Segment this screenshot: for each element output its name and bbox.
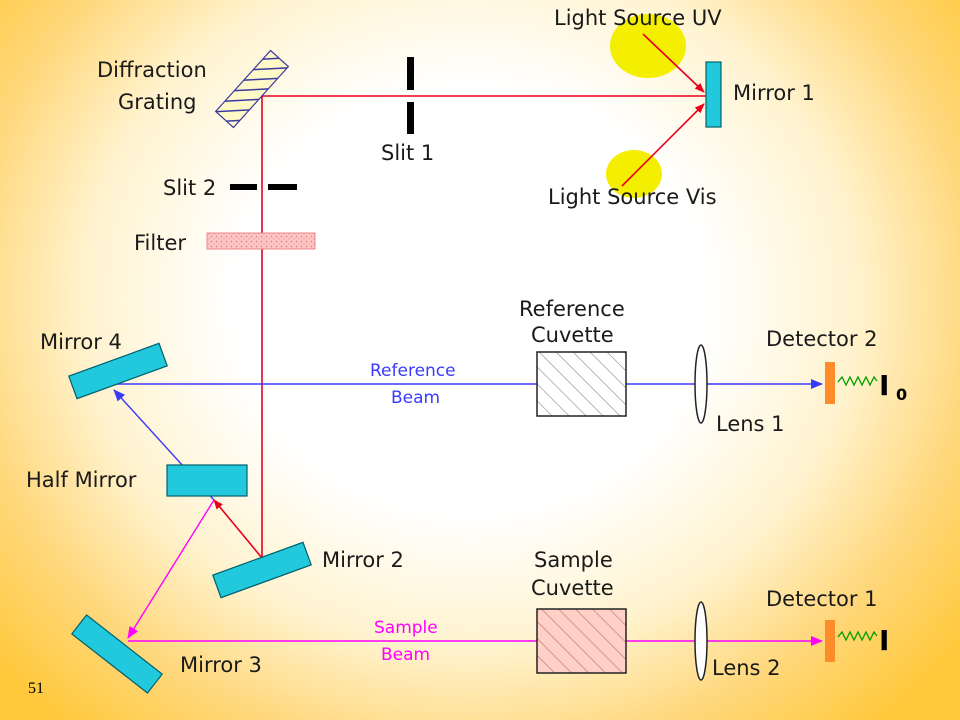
vis-to-mirror1-beam	[621, 103, 705, 187]
label-detector1: Detector 1	[766, 587, 878, 611]
label-sample-cuvette-1: Sample	[534, 548, 613, 572]
label-slit1: Slit 1	[381, 141, 434, 165]
slit2-right	[268, 184, 297, 190]
intensity-ref-symbol: I	[879, 369, 889, 402]
mirror3	[70, 614, 164, 694]
half-mirror-to-mirror3-beam	[127, 499, 215, 639]
label-mirror2: Mirror 2	[322, 548, 404, 572]
label-grating: Grating	[118, 90, 196, 114]
label-reference-beam-2: Beam	[391, 388, 440, 408]
label-reference-cuvette-1: Reference	[519, 297, 625, 321]
intensity-ref-subscript: 0	[896, 385, 907, 404]
label-mirror3: Mirror 3	[180, 653, 262, 677]
label-mirror4: Mirror 4	[40, 330, 122, 354]
half-mirror	[166, 464, 248, 497]
mirror2-to-half-mirror-beam	[213, 499, 263, 559]
uv-to-mirror1-beam	[642, 33, 705, 93]
mirror1	[705, 61, 722, 128]
mirror4	[68, 342, 168, 400]
lens1	[694, 344, 708, 424]
detector1-signal	[837, 630, 878, 642]
label-light-source-vis: Light Source Vis	[548, 185, 717, 209]
mirror2	[212, 541, 312, 599]
intensity-sample-symbol: I	[879, 624, 889, 657]
detector2	[825, 362, 835, 404]
label-reference-cuvette-2: Cuvette	[531, 323, 614, 347]
uv-lamp	[610, 14, 686, 78]
filter	[206, 232, 316, 250]
reference-cuvette	[536, 351, 627, 417]
label-diffraction: Diffraction	[97, 58, 207, 82]
label-lens2: Lens 2	[712, 656, 781, 680]
detector2-signal	[837, 375, 878, 387]
sample-cuvette	[536, 608, 627, 674]
page-number: 51	[28, 680, 44, 697]
label-half-mirror: Half Mirror	[26, 468, 137, 492]
label-lens1: Lens 1	[716, 412, 785, 436]
slit2-left	[230, 184, 257, 190]
label-filter: Filter	[134, 231, 186, 255]
lens2	[694, 601, 708, 681]
label-detector2: Detector 2	[766, 327, 878, 351]
label-reference-beam-1: Reference	[370, 361, 456, 381]
label-light-source-uv: Light Source UV	[554, 6, 722, 30]
label-sample-beam-2: Beam	[381, 645, 430, 665]
detector1	[825, 620, 835, 662]
slit1-bottom	[407, 102, 414, 134]
label-sample-beam-1: Sample	[374, 618, 438, 638]
label-slit2: Slit 2	[163, 176, 216, 200]
diffraction-grating	[214, 49, 290, 129]
label-mirror1: Mirror 1	[733, 81, 815, 105]
label-sample-cuvette-2: Cuvette	[531, 576, 614, 600]
slit1-top	[407, 57, 414, 90]
